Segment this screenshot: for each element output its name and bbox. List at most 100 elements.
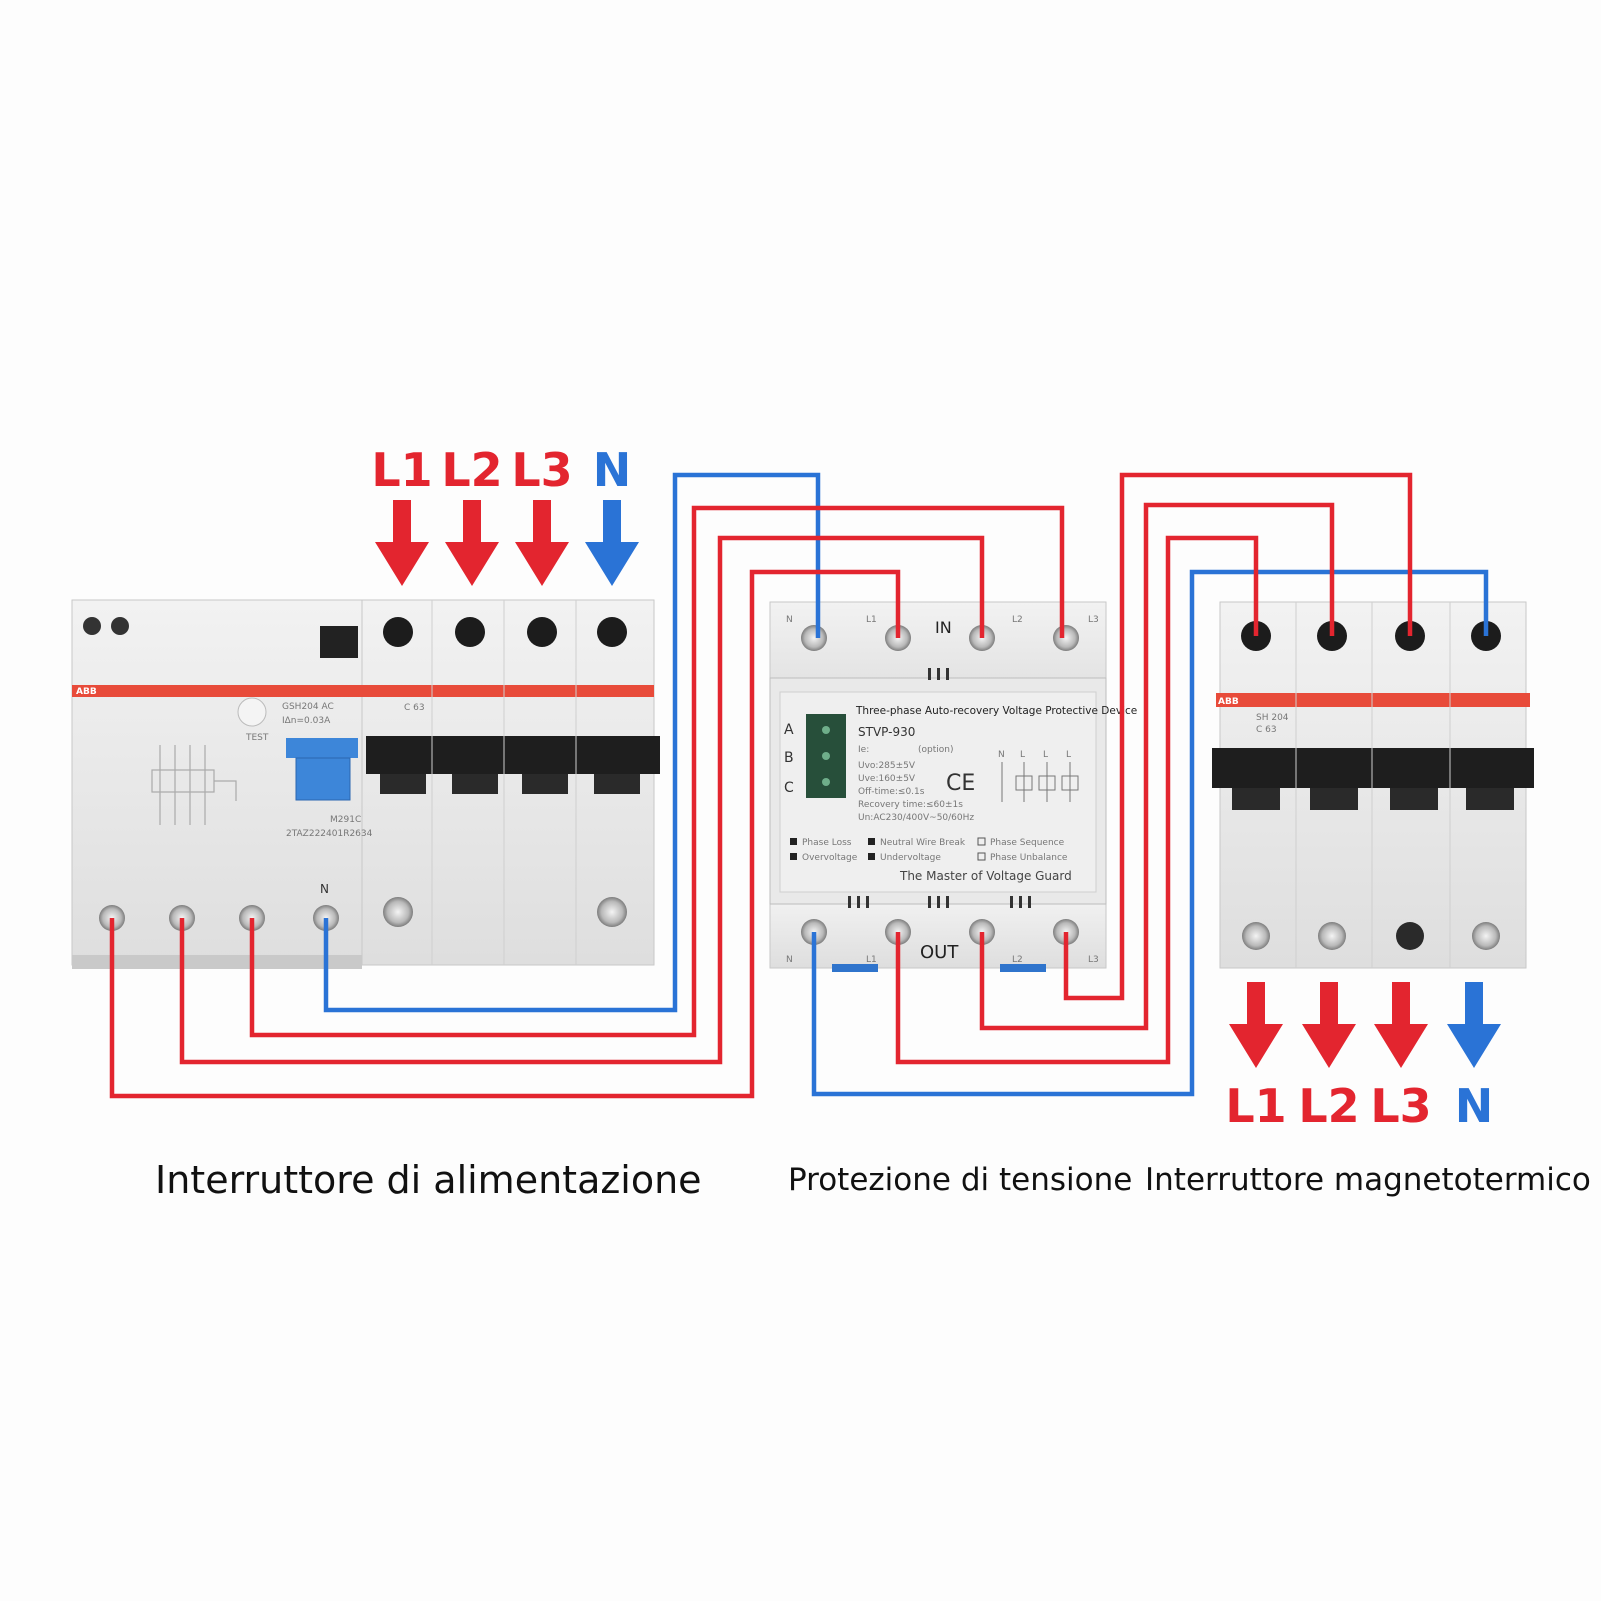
spec-un: Un:AC230/400V~50/60Hz (858, 813, 974, 823)
mcb-brand: ABB (1218, 697, 1239, 707)
spec-recovery: Recovery time:≤60±1s (858, 800, 963, 810)
protector-top-terminal-labels: N L1 L2 L3 (786, 615, 1099, 625)
svg-text:Phase Unbalance: Phase Unbalance (990, 853, 1068, 863)
protector-title: Three-phase Auto-recovery Voltage Protec… (855, 705, 1137, 717)
phase-a-label: A (784, 722, 794, 738)
indicator-dot (111, 617, 129, 635)
mcb-breaker: ABB SH 204 C 63 (1212, 601, 1534, 969)
mcb-toggle-bar[interactable] (1212, 748, 1534, 788)
mcb-bottom-screws (1242, 922, 1500, 950)
spec-off-time: Off-time:≤0.1s (858, 787, 925, 797)
protector-bottom-terminal-labels: N L1 L2 L3 (786, 955, 1099, 965)
rcd-n-label: N (320, 882, 329, 896)
protector-ie: Ie: (858, 745, 869, 755)
caption-mcb: Interruttore magnetotermico (1145, 1162, 1591, 1198)
protector-ie-option: (option) (918, 745, 953, 755)
svg-text:L2: L2 (1012, 955, 1023, 965)
caption-voltage-protection: Protezione di tensione (788, 1162, 1133, 1198)
input-labels: L1 L2 L3 N (371, 443, 631, 497)
rcd-window (320, 626, 358, 658)
input-label-l3: L3 (511, 443, 572, 497)
test-button[interactable] (237, 697, 267, 727)
wire-neutral-out (811, 569, 1489, 1097)
spec-uvo: Uvo:285±5V (858, 761, 916, 771)
phase-b-label: B (784, 750, 794, 766)
rcd-idn: IΔn=0.03A (282, 716, 331, 726)
protector-model: STVP-930 (858, 725, 915, 739)
svg-text:L: L (1066, 750, 1071, 760)
feature-list: Phase Loss Neutral Wire Break Phase Sequ… (790, 837, 1068, 863)
protector-slogan: The Master of Voltage Guard (899, 869, 1072, 883)
indicator-dot (83, 617, 101, 635)
wire-l1-out (895, 535, 1259, 1065)
protector-schematic (1001, 762, 1079, 802)
wire-l1-in (109, 569, 901, 1099)
rcd-top-terminals (383, 617, 627, 647)
output-arrows (1229, 982, 1501, 1068)
output-label-l1: L1 (1225, 1079, 1286, 1133)
voltage-protector: IN OUT N L1 L2 L3 N L1 L2 L3 (769, 601, 1137, 972)
rcd-model: GSH204 AC (282, 702, 334, 712)
arrow-down-icon (1374, 982, 1428, 1068)
svg-text:L: L (1020, 750, 1025, 760)
svg-text:N: N (786, 615, 793, 625)
svg-text:Overvoltage: Overvoltage (802, 853, 858, 863)
rcd-rating: C 63 (404, 703, 425, 713)
output-label-l3: L3 (1370, 1079, 1431, 1133)
svg-text:Phase Sequence: Phase Sequence (990, 838, 1065, 848)
svg-text:L1: L1 (866, 955, 877, 965)
protector-out-label: OUT (920, 942, 959, 963)
arrow-down-icon (515, 500, 569, 586)
arrow-down-icon (375, 500, 429, 586)
svg-text:L3: L3 (1088, 615, 1099, 625)
output-labels: L1 L2 L3 N (1225, 1079, 1493, 1133)
phase-c-label: C (784, 780, 794, 796)
svg-text:Neutral Wire Break: Neutral Wire Break (880, 838, 966, 848)
arrow-down-icon (445, 500, 499, 586)
svg-text:N: N (786, 955, 793, 965)
wire-neutral-in (323, 472, 821, 1013)
wires (109, 472, 1489, 1099)
rcd-lever-top[interactable] (286, 738, 358, 758)
breaker-toggle-bar[interactable] (366, 736, 660, 774)
output-label-l2: L2 (1298, 1079, 1359, 1133)
arrow-down-icon (1302, 982, 1356, 1068)
wire-l3-in (249, 505, 1065, 1038)
rcd-lever[interactable] (295, 757, 351, 801)
arrow-down-icon (1229, 982, 1283, 1068)
wire-l3-out (1063, 472, 1413, 1001)
abb-red-stripe (72, 685, 654, 697)
protector-in-label: IN (935, 618, 952, 637)
mcb-rating: C 63 (1256, 725, 1277, 735)
spec-uve: Uve:160±5V (858, 774, 916, 784)
rcd-breaker: ABB TEST GSH204 AC IΔn=0.03A C 63 M291C … (71, 599, 660, 969)
caption-main-switch: Interruttore di alimentazione (155, 1158, 702, 1202)
protector-top-screws (801, 625, 1079, 651)
test-label: TEST (245, 733, 269, 743)
rcd-code-b: 2TAZ222401R2634 (286, 829, 373, 839)
input-label-l1: L1 (371, 443, 432, 497)
rcd-code-a: M291C (330, 815, 361, 825)
input-label-l2: L2 (441, 443, 502, 497)
arrow-down-icon (585, 500, 639, 586)
svg-text:L: L (1043, 750, 1048, 760)
svg-text:L3: L3 (1088, 955, 1099, 965)
svg-text:Undervoltage: Undervoltage (880, 853, 941, 863)
arrow-down-icon (1447, 982, 1501, 1068)
input-label-n: N (593, 443, 632, 497)
ce-mark: CE (946, 771, 975, 796)
input-arrows (375, 500, 639, 586)
svg-text:Phase Loss: Phase Loss (802, 838, 852, 848)
abb-red-stripe (1216, 693, 1530, 707)
wire-l2-in (179, 535, 985, 1065)
output-label-n: N (1455, 1079, 1494, 1133)
svg-text:L2: L2 (1012, 615, 1023, 625)
svg-text:L1: L1 (866, 615, 877, 625)
wire-l2-out (979, 502, 1335, 1031)
rcd-schematic (151, 745, 237, 825)
rcd-bottom-screws (99, 897, 627, 931)
svg-text:N: N (998, 750, 1005, 760)
mcb-model: SH 204 (1256, 713, 1289, 723)
